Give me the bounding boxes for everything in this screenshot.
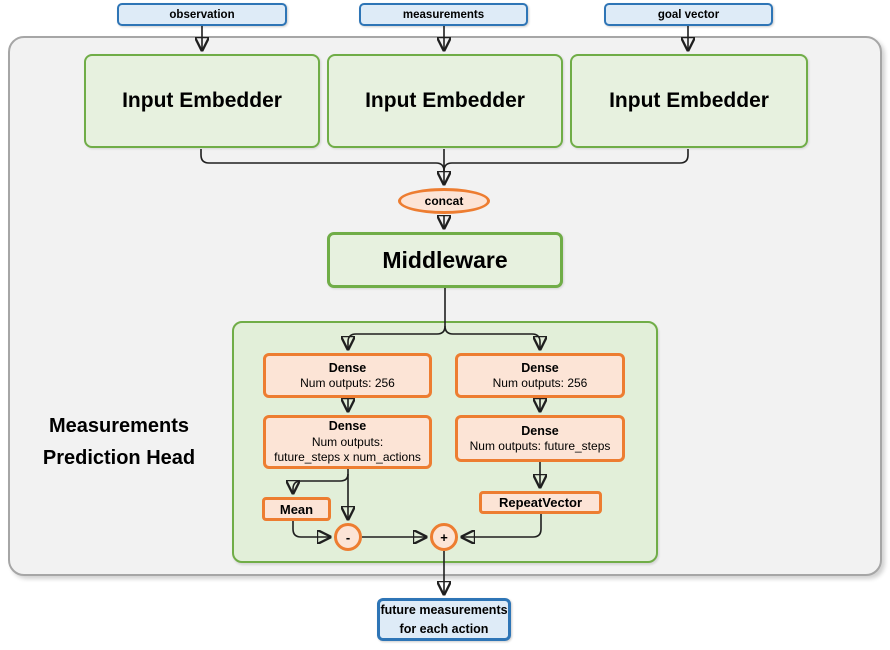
repeat-vector-node: RepeatVector — [479, 491, 602, 514]
dense-subtitle: Num outputs: — [311, 434, 384, 449]
dense-subtitle: Num outputs: 256 — [492, 375, 588, 390]
input-embedder-1: Input Embedder — [84, 54, 320, 148]
dense-right-2: Dense Num outputs: future_steps — [455, 415, 625, 462]
dense-title: Dense — [328, 419, 367, 434]
dense-title: Dense — [521, 423, 559, 438]
input-node-goal-vector: goal vector — [604, 3, 773, 26]
middleware-label: Middleware — [382, 246, 508, 273]
minus-icon: - — [345, 529, 351, 545]
concat-node: concat — [398, 188, 490, 214]
dense-left-2: Dense Num outputs: future_steps x num_ac… — [263, 415, 432, 469]
input-embedder-2: Input Embedder — [327, 54, 563, 148]
dense-title: Dense — [328, 360, 367, 375]
head-panel-title-line2: Prediction Head — [42, 447, 196, 469]
dense-subtitle2: future_steps x num_actions — [274, 450, 421, 465]
subtract-op-node: - — [334, 523, 362, 551]
input-node-label: observation — [169, 8, 235, 21]
mean-node: Mean — [262, 497, 331, 521]
dense-subtitle: Num outputs: future_steps — [469, 438, 611, 453]
dense-subtitle: Num outputs: 256 — [300, 375, 395, 390]
embedder-label: Input Embedder — [122, 89, 282, 112]
mean-label: Mean — [279, 501, 314, 517]
output-label-line1: future measurements — [380, 603, 508, 618]
input-node-measurements: measurements — [359, 3, 528, 26]
repeat-vector-label: RepeatVector — [498, 495, 583, 510]
input-node-label: goal vector — [657, 8, 720, 21]
dense-right-1: Dense Num outputs: 256 — [455, 353, 625, 398]
dense-title: Dense — [521, 360, 559, 375]
dense-left-1: Dense Num outputs: 256 — [263, 353, 432, 398]
plus-icon: + — [440, 529, 448, 545]
output-node-future-measurements: future measurements for each action — [377, 598, 511, 641]
head-panel-title-line1: Measurements — [48, 415, 190, 437]
input-embedder-3: Input Embedder — [570, 54, 808, 148]
embedder-label: Input Embedder — [609, 89, 769, 112]
middleware-node: Middleware — [327, 232, 563, 288]
input-node-label: measurements — [402, 8, 485, 21]
head-panel-title: Measurements Prediction Head — [14, 410, 224, 474]
input-node-observation: observation — [117, 3, 287, 26]
add-op-node: + — [430, 523, 458, 551]
output-label-line2: for each action — [399, 621, 489, 636]
embedder-label: Input Embedder — [365, 89, 525, 112]
concat-label: concat — [424, 194, 464, 208]
